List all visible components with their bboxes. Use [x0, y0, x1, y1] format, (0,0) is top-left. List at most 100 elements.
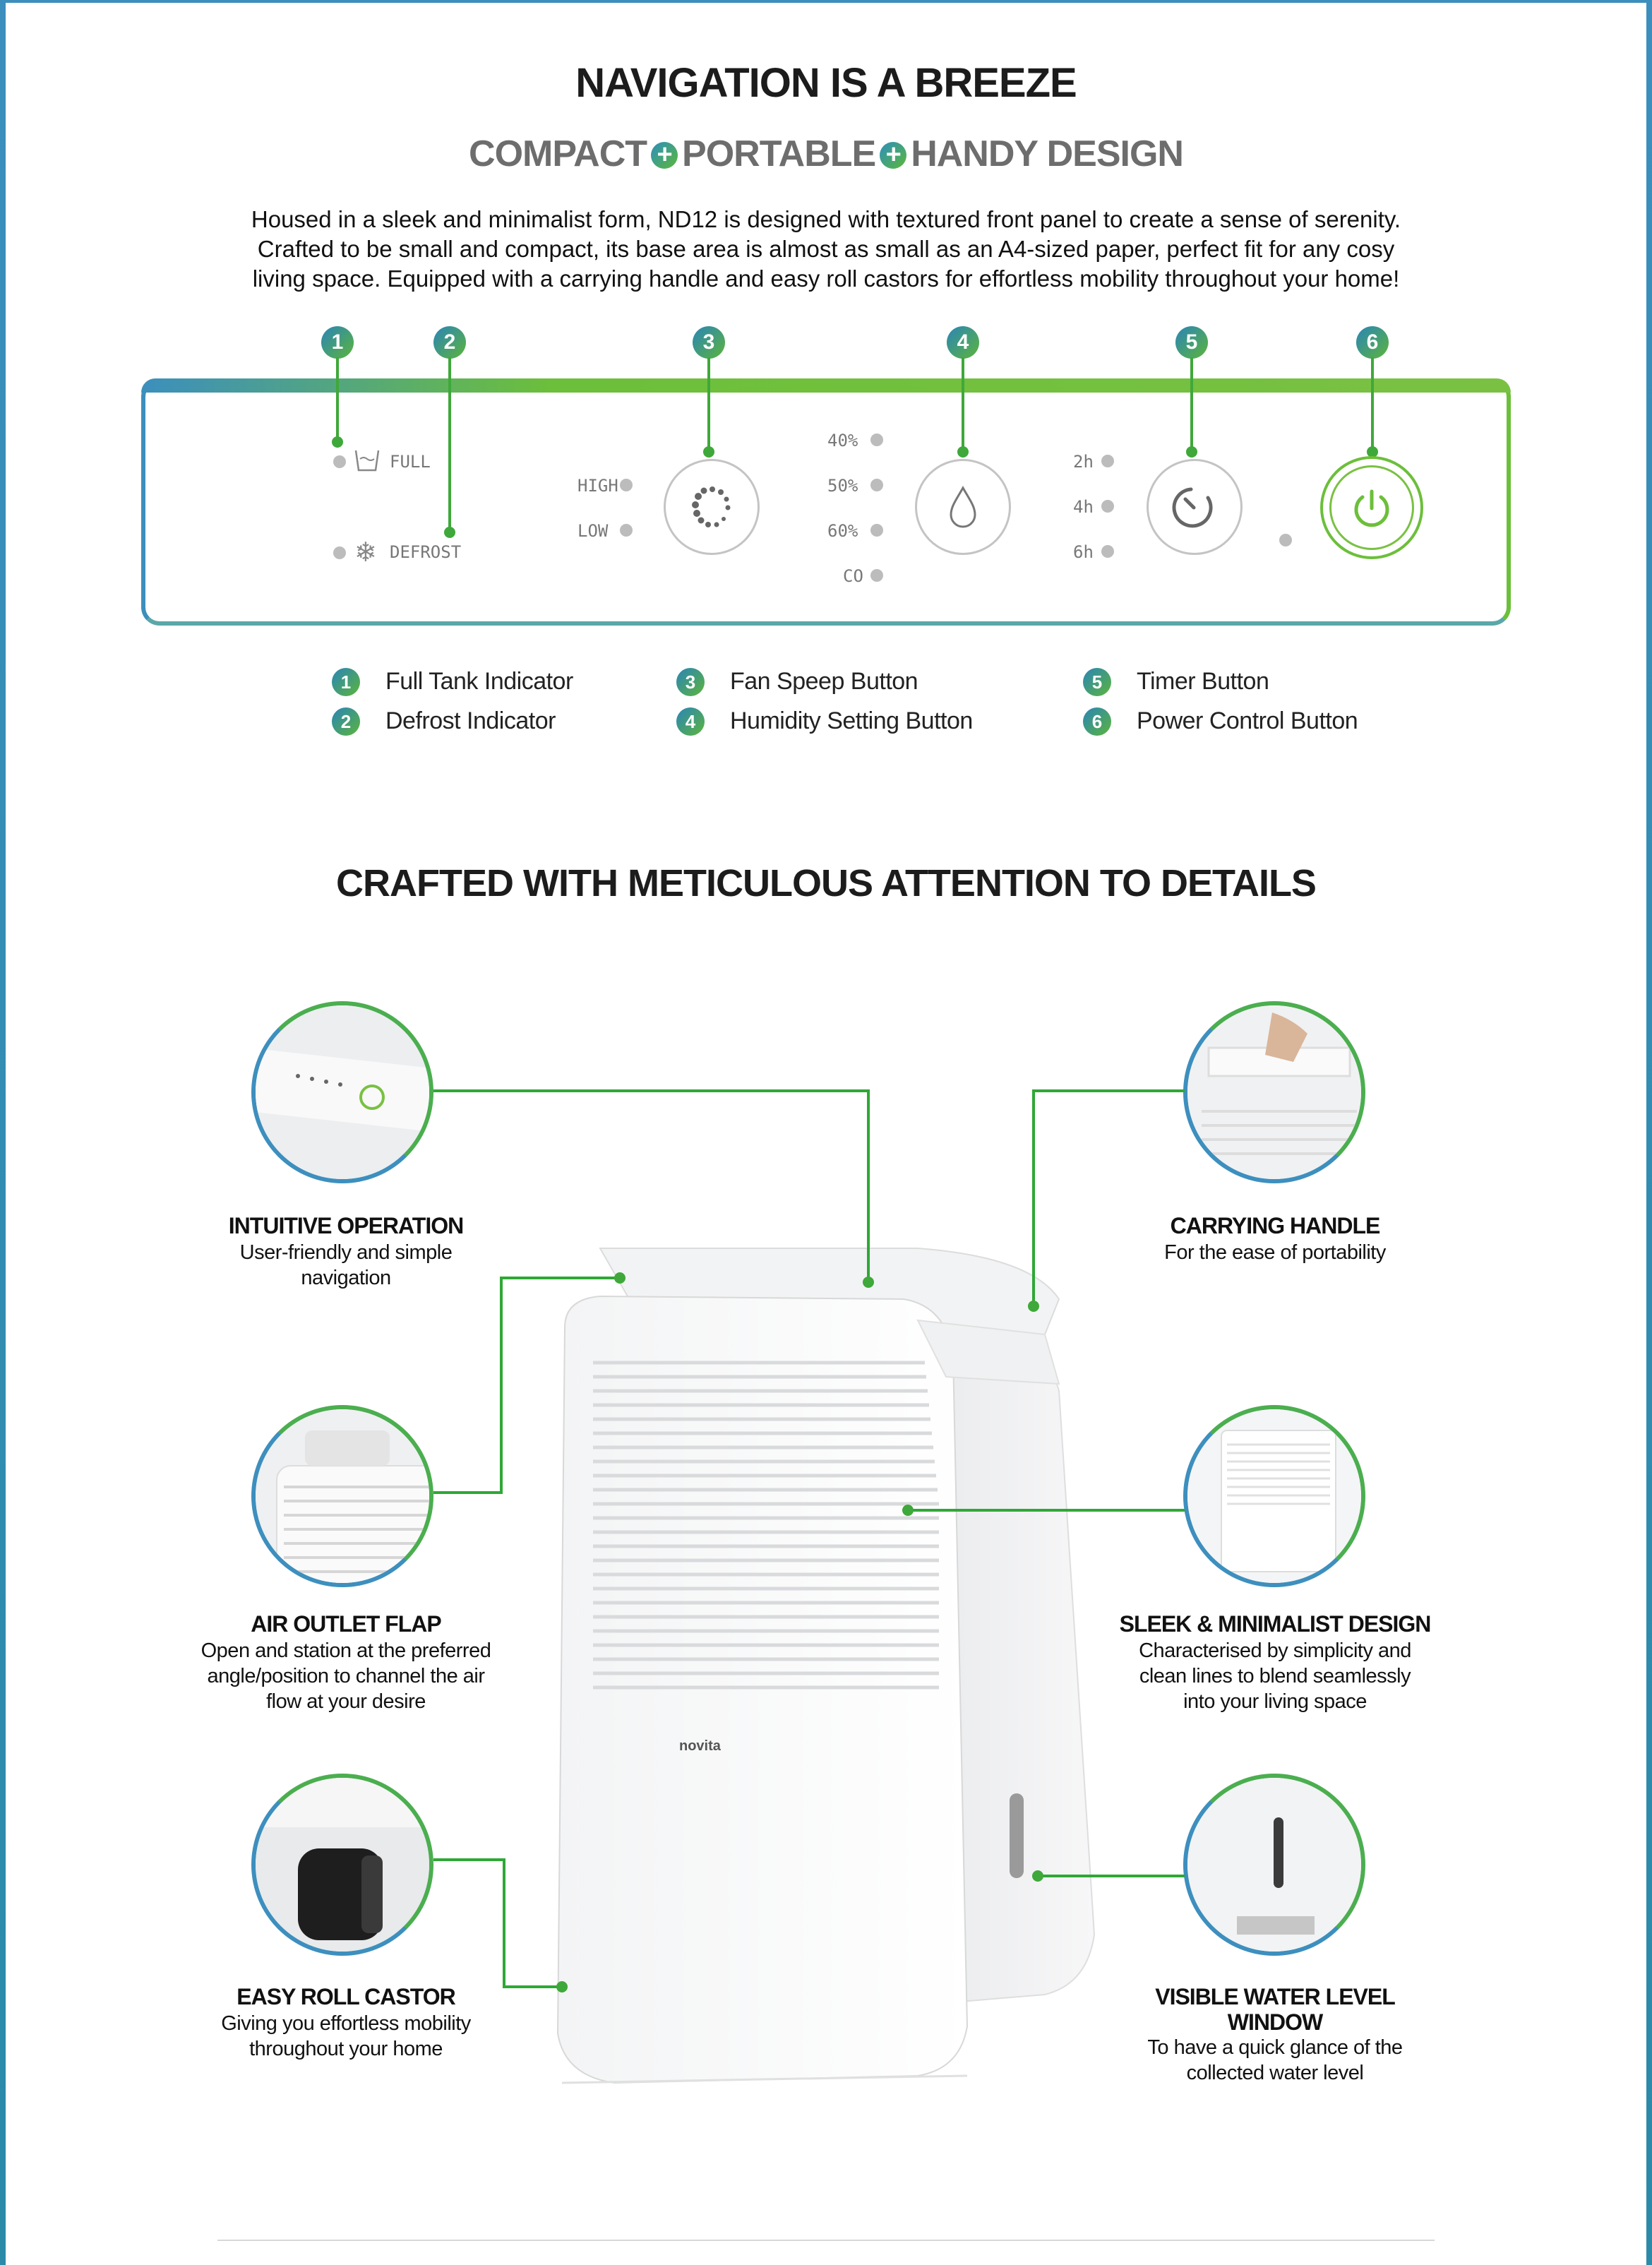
defrost-indicator-light: [333, 546, 346, 559]
legend-num-2: 2: [332, 707, 360, 736]
leader-dot-6: [1367, 446, 1378, 458]
full-indicator-light: [333, 455, 346, 468]
legend-num-5: 5: [1083, 668, 1111, 696]
connector-flap-v: [500, 1277, 503, 1494]
brand-logo: novita: [679, 1738, 721, 1754]
castor-desc-line: Giving you effortless mobility: [221, 2012, 471, 2035]
timer-2h-light: [1101, 455, 1114, 467]
carrying-handle-title: CARRYING HANDLE: [1170, 1213, 1381, 1238]
legend-label-5: Timer Button: [1137, 668, 1269, 695]
power-button-ring: [1329, 465, 1414, 550]
air-outlet-flap-image: [251, 1405, 433, 1587]
defrost-label: DEFROST: [390, 542, 462, 562]
connector-handle-v: [1032, 1089, 1035, 1305]
leader-line-3: [707, 357, 710, 452]
castor-desc-line: throughout your home: [249, 2038, 443, 2060]
carrying-handle-image: [1183, 1001, 1365, 1183]
leader-line-6: [1371, 357, 1374, 452]
legend-label-2: Defrost Indicator: [385, 707, 556, 734]
easy-roll-castor-desc: Giving you effortless mobility throughou…: [191, 2011, 501, 2062]
carrying-handle-desc: For the ease of portability: [1134, 1240, 1416, 1265]
marker-3: 3: [693, 326, 725, 359]
legend-num-6: 6: [1083, 707, 1111, 736]
fan-speed-button[interactable]: [664, 459, 760, 555]
humidity-co-light: [870, 569, 883, 582]
timer-icon: [1172, 487, 1213, 528]
status-light: [1279, 534, 1292, 546]
easy-roll-castor-title: EASY ROLL CASTOR: [237, 1984, 455, 2009]
snowflake-icon: ❄: [354, 538, 377, 568]
leader-dot-4: [957, 446, 969, 458]
humidity-60-light: [870, 524, 883, 537]
full-label: FULL: [390, 452, 431, 472]
power-button[interactable]: [1320, 456, 1423, 559]
legend-num-3: 3: [676, 668, 705, 696]
connector-castor-v: [503, 1858, 505, 1987]
marker-1: 1: [321, 326, 354, 359]
timer-4h-label: 4h: [1073, 497, 1094, 517]
water-level-window-image: [1183, 1774, 1365, 1956]
grille: [593, 1361, 939, 1690]
left-border: [0, 0, 6, 2265]
intuitive-desc-line: navigation: [301, 1267, 391, 1289]
leader-line-5: [1190, 357, 1193, 452]
footer-divider: [217, 2240, 1435, 2241]
legend-label-6: Power Control Button: [1137, 707, 1358, 734]
humidity-co-label: CO: [843, 566, 863, 586]
section-title-details: CRAFTED WITH METICULOUS ATTENTION TO DET…: [336, 862, 1317, 904]
connector-castor-h2: [503, 1985, 563, 1988]
intuitive-desc-line: User-friendly and simple: [239, 1241, 453, 1264]
humidity-50-light: [870, 479, 883, 491]
marker-4: 4: [947, 326, 979, 359]
intuitive-operation-image: [251, 1001, 433, 1183]
connector-handle-h: [1034, 1089, 1185, 1092]
water-title-line: WINDOW: [1227, 2009, 1323, 2035]
marker-2: 2: [433, 326, 466, 359]
humidity-50-label: 50%: [827, 476, 858, 496]
humidity-button[interactable]: [915, 459, 1011, 555]
sleek-design-desc: Characterised by simplicity and clean li…: [1106, 1638, 1444, 1714]
legend-label-3: Fan Speep Button: [730, 668, 918, 695]
timer-6h-label: 6h: [1073, 542, 1094, 562]
legend-label-4: Humidity Setting Button: [730, 707, 973, 734]
subtitle-compact: COMPACT: [469, 133, 647, 174]
intuitive-operation-desc: User-friendly and simple navigation: [205, 1240, 487, 1291]
connector-intuitive-dot: [863, 1277, 874, 1288]
subtitle-portable: PORTABLE: [682, 133, 876, 174]
connector-castor-dot: [556, 1981, 568, 1992]
connector-flap-h1: [433, 1491, 501, 1494]
fan-high-label: HIGH: [577, 476, 618, 496]
water-title-line: VISIBLE WATER LEVEL: [1155, 1984, 1396, 2009]
legend-label-1: Full Tank Indicator: [385, 668, 573, 695]
timer-6h-light: [1101, 545, 1114, 558]
handle-desc-line: For the ease of portability: [1164, 1241, 1386, 1264]
connector-intuitive-h: [433, 1089, 868, 1092]
power-icon: [1354, 489, 1389, 527]
humidity-40-label: 40%: [827, 431, 858, 450]
legend-num-1: 1: [332, 668, 360, 696]
leader-line-1: [336, 357, 339, 441]
timer-button[interactable]: [1147, 459, 1243, 555]
sleek-design-title: SLEEK & MINIMALIST DESIGN: [1119, 1611, 1432, 1637]
connector-intuitive-v: [867, 1089, 870, 1281]
intuitive-operation-title: INTUITIVE OPERATION: [228, 1213, 464, 1238]
leader-dot-1: [332, 436, 343, 448]
top-border: [0, 0, 1652, 3]
control-panel-top-bar: [141, 378, 1511, 393]
fan-low-light: [620, 524, 633, 537]
sleek-desc-line: Characterised by simplicity and: [1139, 1639, 1411, 1662]
connector-flap-dot: [614, 1272, 626, 1284]
timer-2h-label: 2h: [1073, 452, 1094, 472]
sleek-design-image: [1183, 1405, 1365, 1587]
marker-5: 5: [1175, 326, 1208, 359]
fan-low-label: LOW: [577, 521, 609, 541]
plus-icon: +: [651, 141, 678, 169]
tank-icon: [354, 450, 380, 472]
air-outlet-flap-title: AIR OUTLET FLAP: [251, 1611, 441, 1637]
leader-line-4: [962, 357, 964, 452]
water-desc-line: collected water level: [1186, 2062, 1364, 2084]
humidity-60-label: 60%: [827, 521, 858, 541]
marker-6: 6: [1356, 326, 1389, 359]
water-drop-icon: [950, 485, 976, 528]
section-title-navigation: NAVIGATION IS A BREEZE: [575, 60, 1077, 106]
